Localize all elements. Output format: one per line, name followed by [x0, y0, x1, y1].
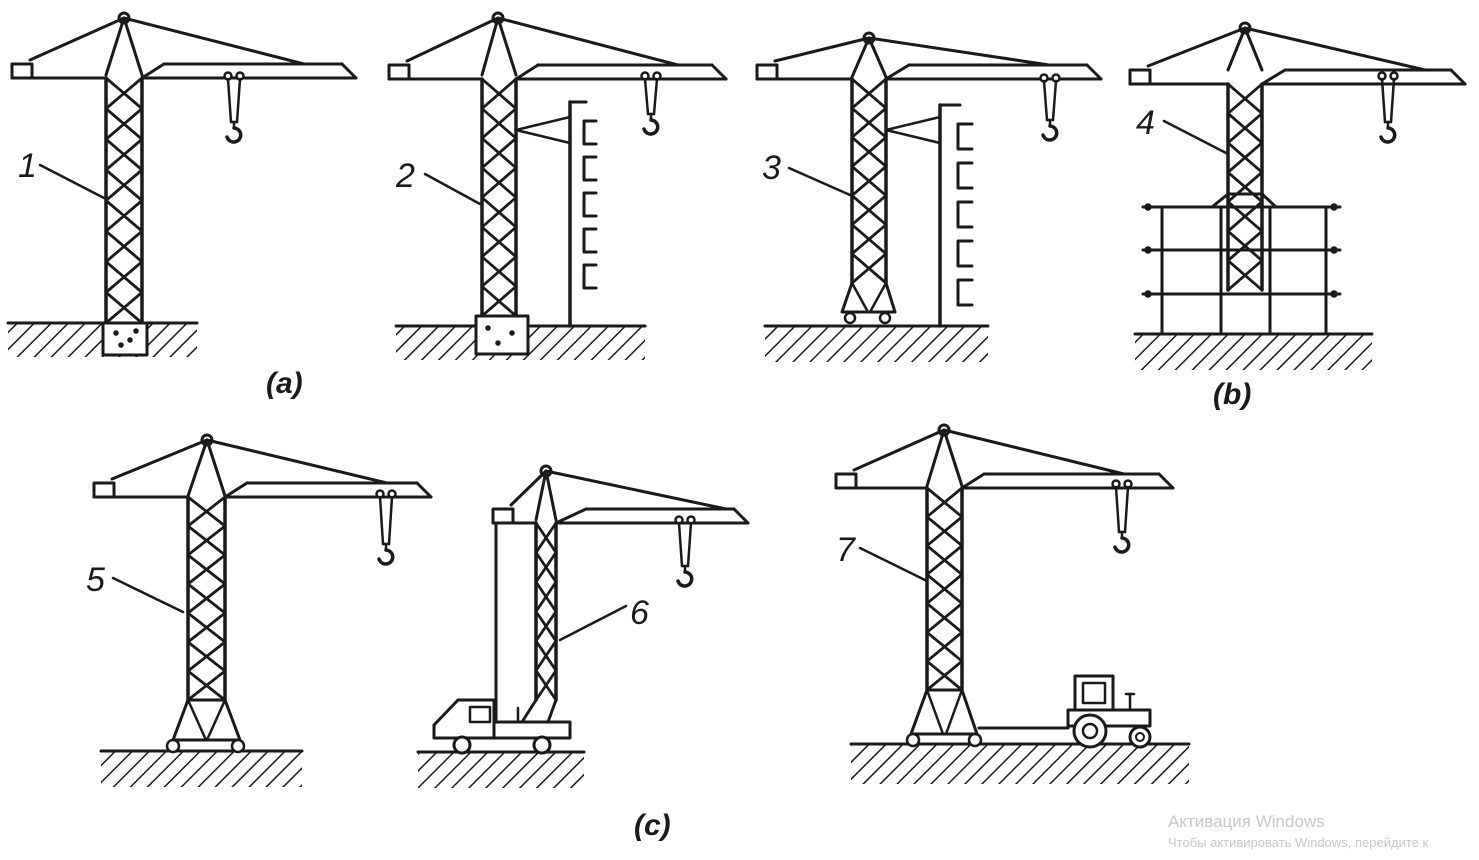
crane-2-attached-fixed — [387, 11, 728, 360]
crane-7-towed — [834, 423, 1191, 784]
crane-1-stationary — [6, 11, 358, 357]
caption-c: (c) — [634, 809, 671, 842]
label-3: 3 — [762, 149, 781, 187]
watermark-title: Активация Windows — [1168, 812, 1325, 831]
caption-a: (a) — [266, 367, 303, 400]
crane-3-attached-rail — [755, 31, 1103, 362]
label-4: 4 — [1136, 104, 1155, 142]
caption-b: (b) — [1213, 378, 1251, 411]
label-1: 1 — [18, 147, 37, 185]
label-5: 5 — [86, 561, 105, 599]
windows-activation-watermark: Активация Windows Чтобы активировать Win… — [1168, 812, 1468, 850]
label-2: 2 — [395, 157, 415, 195]
label-6: 6 — [630, 594, 649, 632]
crane-4-climbing — [1128, 21, 1467, 370]
crane-6-truck — [416, 464, 750, 788]
watermark-subtitle: Чтобы активировать Windows, перейдите к — [1168, 835, 1429, 850]
label-7: 7 — [836, 531, 856, 569]
crane-5-rail — [92, 433, 433, 787]
